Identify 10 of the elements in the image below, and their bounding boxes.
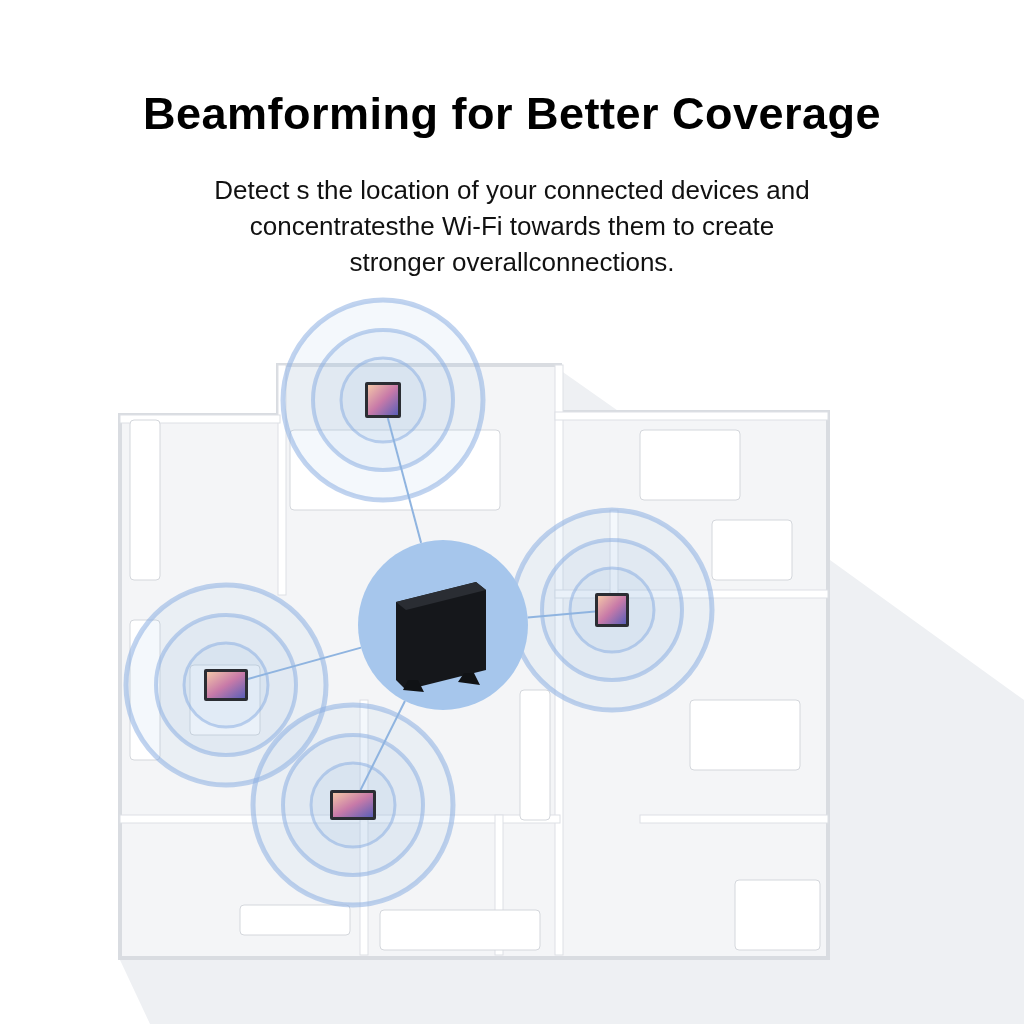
description-text: Detect s the location of your connected devices and concentratesthe Wi-Fi towards them to create stronger overallconnections. — [213, 174, 811, 279]
connection-line — [359, 700, 406, 791]
tablet-picture — [365, 382, 401, 418]
tablet-picture — [595, 593, 629, 627]
title: Beamforming for Better Coverage — [141, 88, 883, 140]
connection-line — [386, 417, 423, 544]
tablet-picture — [330, 790, 376, 820]
connection-line — [247, 646, 363, 680]
tablet-picture — [204, 669, 248, 701]
connection-line — [526, 610, 596, 619]
